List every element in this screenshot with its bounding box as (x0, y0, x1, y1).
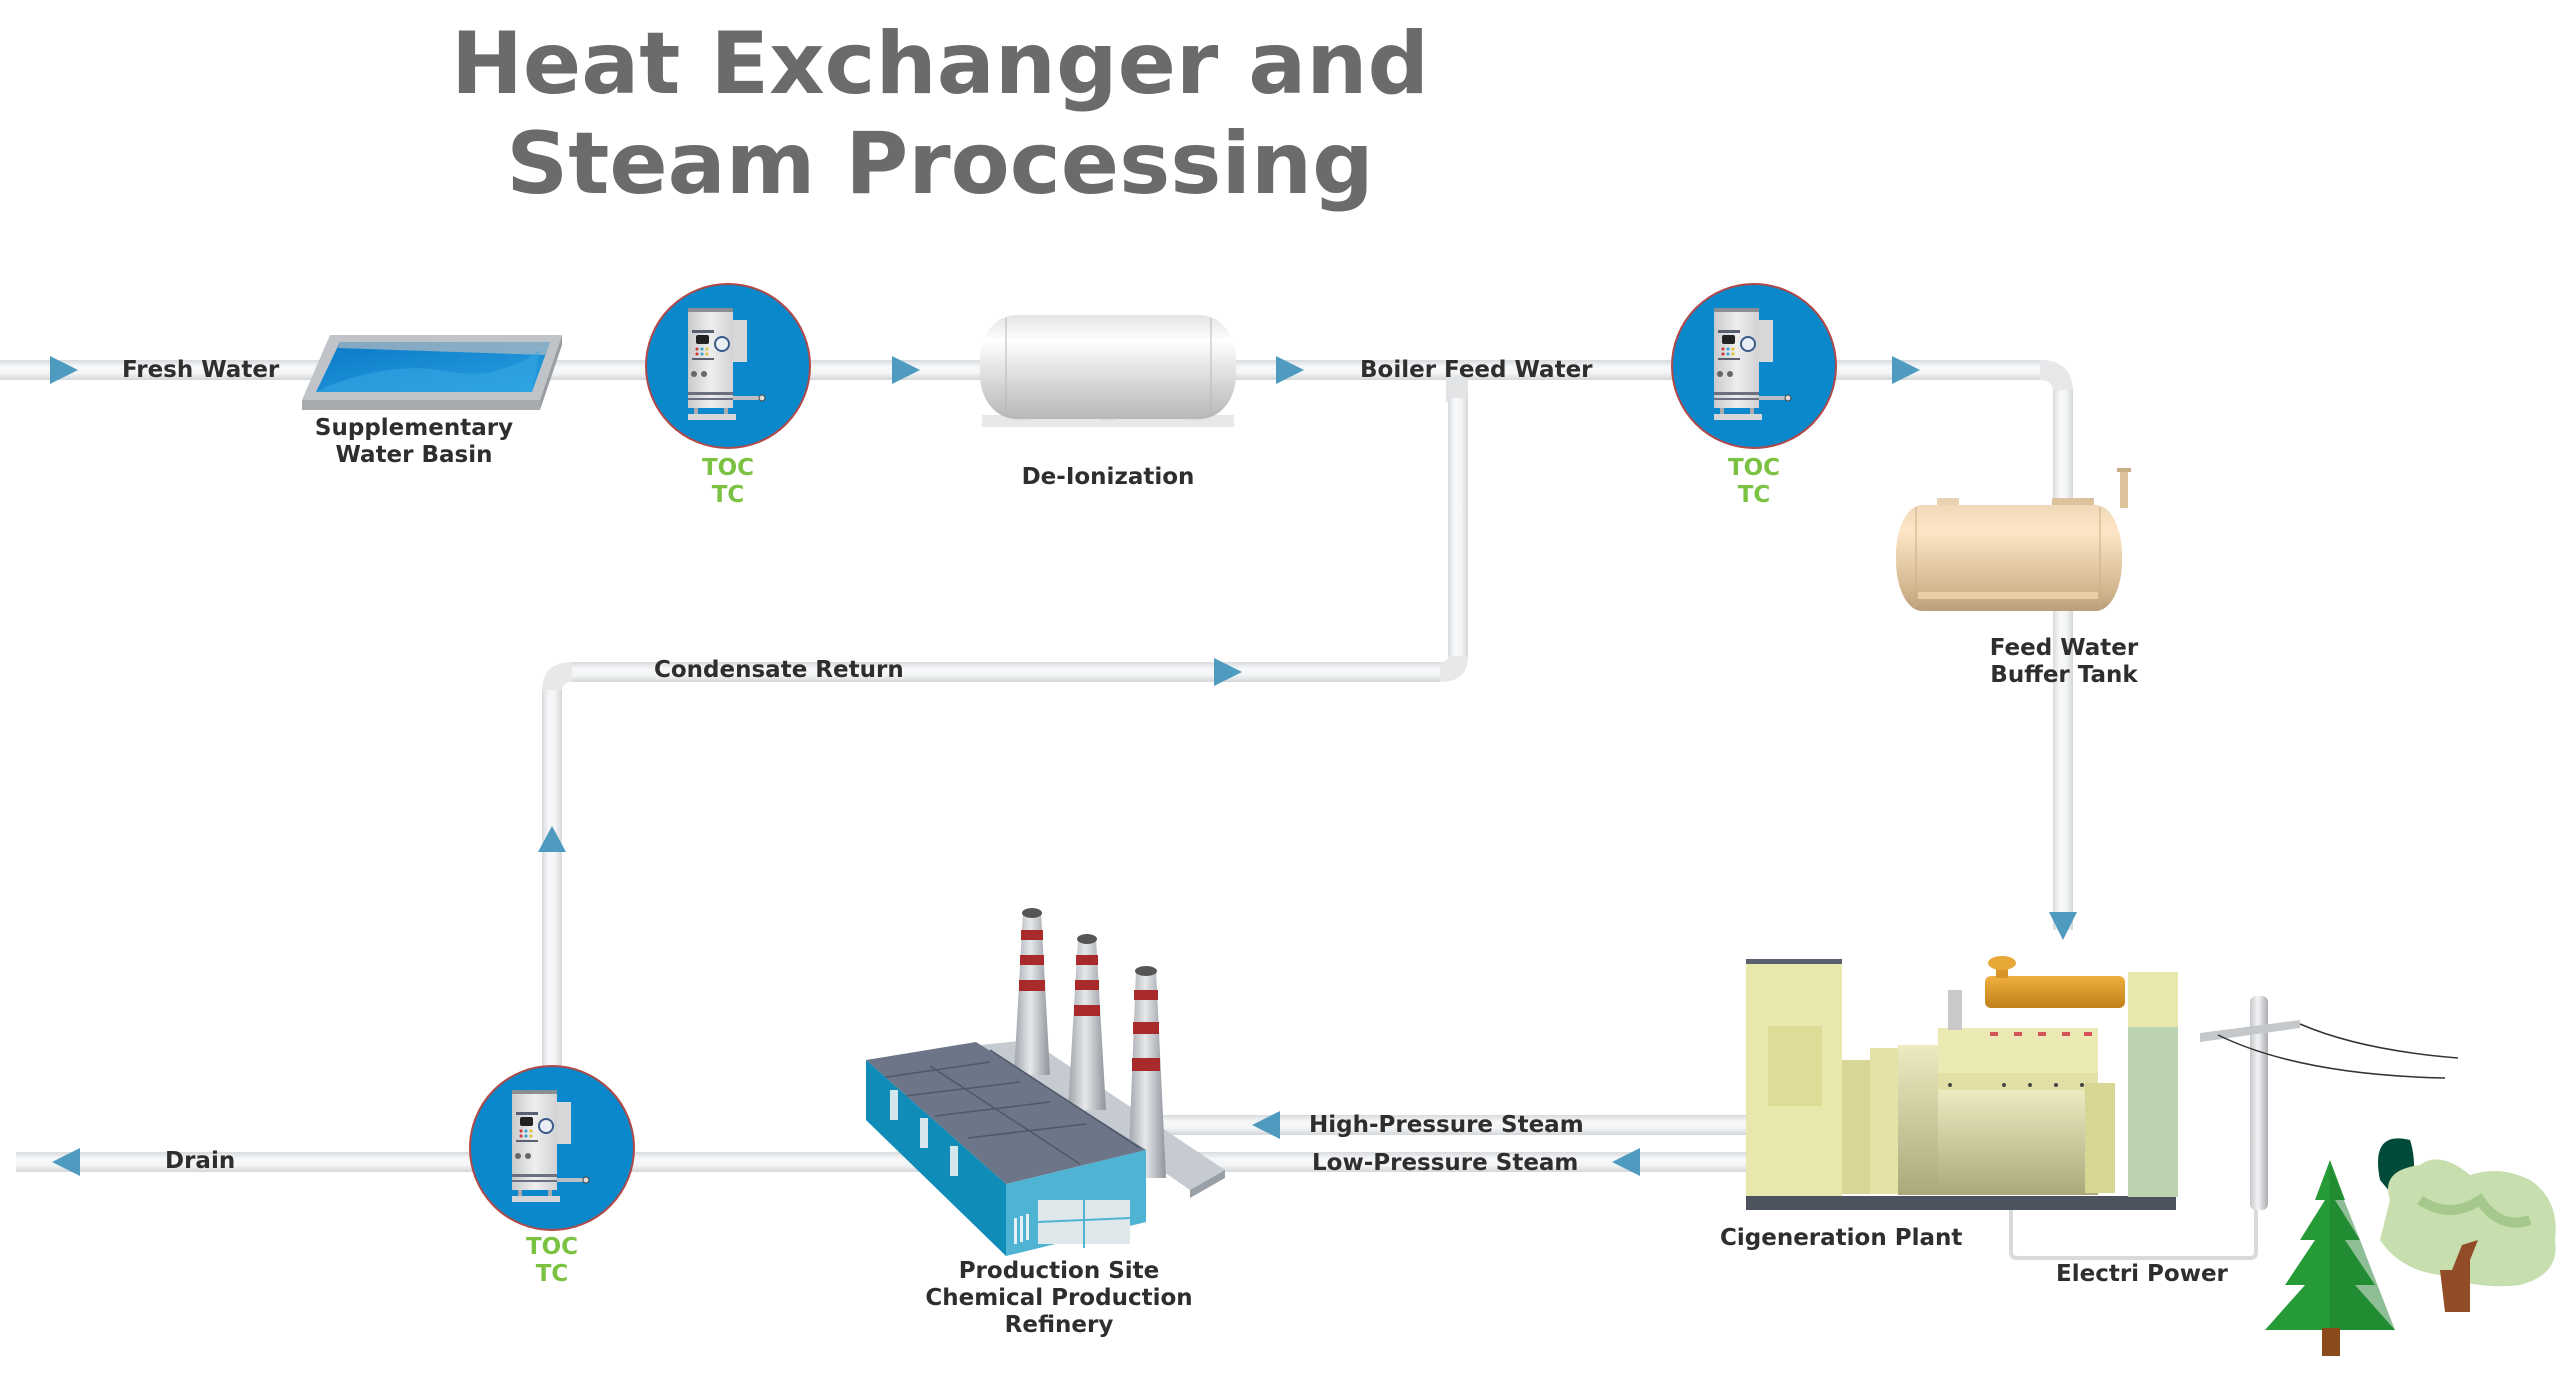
toc-label-2-line1: TOC (1727, 455, 1781, 481)
label-high-pressure-steam: High-Pressure Steam (1309, 1112, 1584, 1138)
arrow-left-icon (1252, 1111, 1280, 1139)
toc-label-1-line2: TC (711, 482, 745, 508)
electric-cable (2009, 1200, 2258, 1260)
label-water-basin-line1: Supplementary (314, 415, 514, 441)
title-line-2: Steam Processing (506, 114, 1374, 214)
flow-arrows (50, 356, 2077, 1176)
pipe-condensate-riser-right (1448, 398, 1468, 660)
arrow-right-icon (892, 356, 920, 384)
label-water-basin: Supplementary Water Basin (315, 415, 513, 469)
arrow-right-icon (1214, 658, 1242, 686)
toc-analyzer-2[interactable] (1671, 283, 1837, 449)
toc-label-2-line2: TC (1737, 482, 1771, 508)
toc-label-3: TOC TC (526, 1234, 578, 1288)
label-production-site-line2: Chemical Production (925, 1285, 1193, 1311)
label-buffer-tank-line1: Feed Water (1989, 635, 2139, 661)
power-pole-icon (2200, 996, 2459, 1210)
diagram-title: Heat Exchanger and Steam Processing (0, 14, 1880, 214)
toc-label-1-line1: TOC (701, 455, 755, 481)
toc-label-2: TOC TC (1728, 455, 1780, 509)
trees-icon (2265, 1138, 2556, 1356)
feed-water-buffer-tank-icon (1896, 468, 2131, 611)
pipe-high-pressure-steam (1130, 1115, 1750, 1135)
toc-analyzer-3[interactable] (469, 1065, 635, 1231)
pipe-elbow-condensate-right (1436, 656, 1468, 682)
smokestack-icon (1128, 966, 1166, 1178)
deionization-tank-icon (980, 315, 1236, 427)
pipe-elbow-top-right (2040, 360, 2073, 393)
label-water-basin-line2: Water Basin (335, 442, 493, 468)
label-production-site-line1: Production Site (958, 1258, 1160, 1284)
arrow-left-icon (52, 1148, 80, 1176)
label-drain: Drain (165, 1148, 236, 1174)
title-line-1: Heat Exchanger and (450, 14, 1430, 114)
label-buffer-tank-line2: Buffer Tank (1990, 662, 2138, 688)
label-boiler-feed-water: Boiler Feed Water (1360, 357, 1593, 383)
label-low-pressure-steam: Low-Pressure Steam (1312, 1150, 1579, 1176)
label-cogeneration-plant: Cigeneration Plant (1720, 1225, 1963, 1251)
pipe-low-pressure-steam (1170, 1152, 1750, 1172)
label-production-site-line3: Refinery (1004, 1312, 1114, 1338)
arrow-down-icon (2049, 912, 2077, 940)
arrow-right-icon (1276, 356, 1304, 384)
pipe-branch-tee (1446, 378, 1468, 402)
cogeneration-plant-icon (1746, 956, 2178, 1210)
toc-label-1: TOC TC (702, 455, 754, 509)
label-condensate-return: Condensate Return (654, 657, 904, 683)
label-fresh-water: Fresh Water (122, 357, 280, 383)
arrow-right-icon (50, 356, 78, 384)
toc-analyzer-1[interactable] (645, 283, 811, 449)
label-electric-power: Electri Power (2056, 1261, 2228, 1287)
arrow-right-icon (1892, 356, 1920, 384)
label-production-site: Production Site Chemical Production Refi… (925, 1258, 1192, 1339)
arrow-up-icon (538, 826, 566, 852)
toc-label-3-line2: TC (535, 1261, 569, 1287)
smokestack-icon (1014, 908, 1050, 1075)
label-deionization: De-Ionization (1021, 464, 1195, 490)
pipe-condensate-riser-left (542, 690, 562, 1090)
pipe-elbow-condensate-left (542, 662, 572, 692)
arrow-left-icon (1612, 1148, 1640, 1176)
toc-label-3-line1: TOC (525, 1234, 579, 1260)
production-site-factory-icon (866, 908, 1225, 1256)
label-buffer-tank: Feed Water Buffer Tank (1990, 635, 2138, 689)
supplementary-water-basin-icon (302, 335, 562, 410)
smokestack-icon (1068, 934, 1106, 1110)
